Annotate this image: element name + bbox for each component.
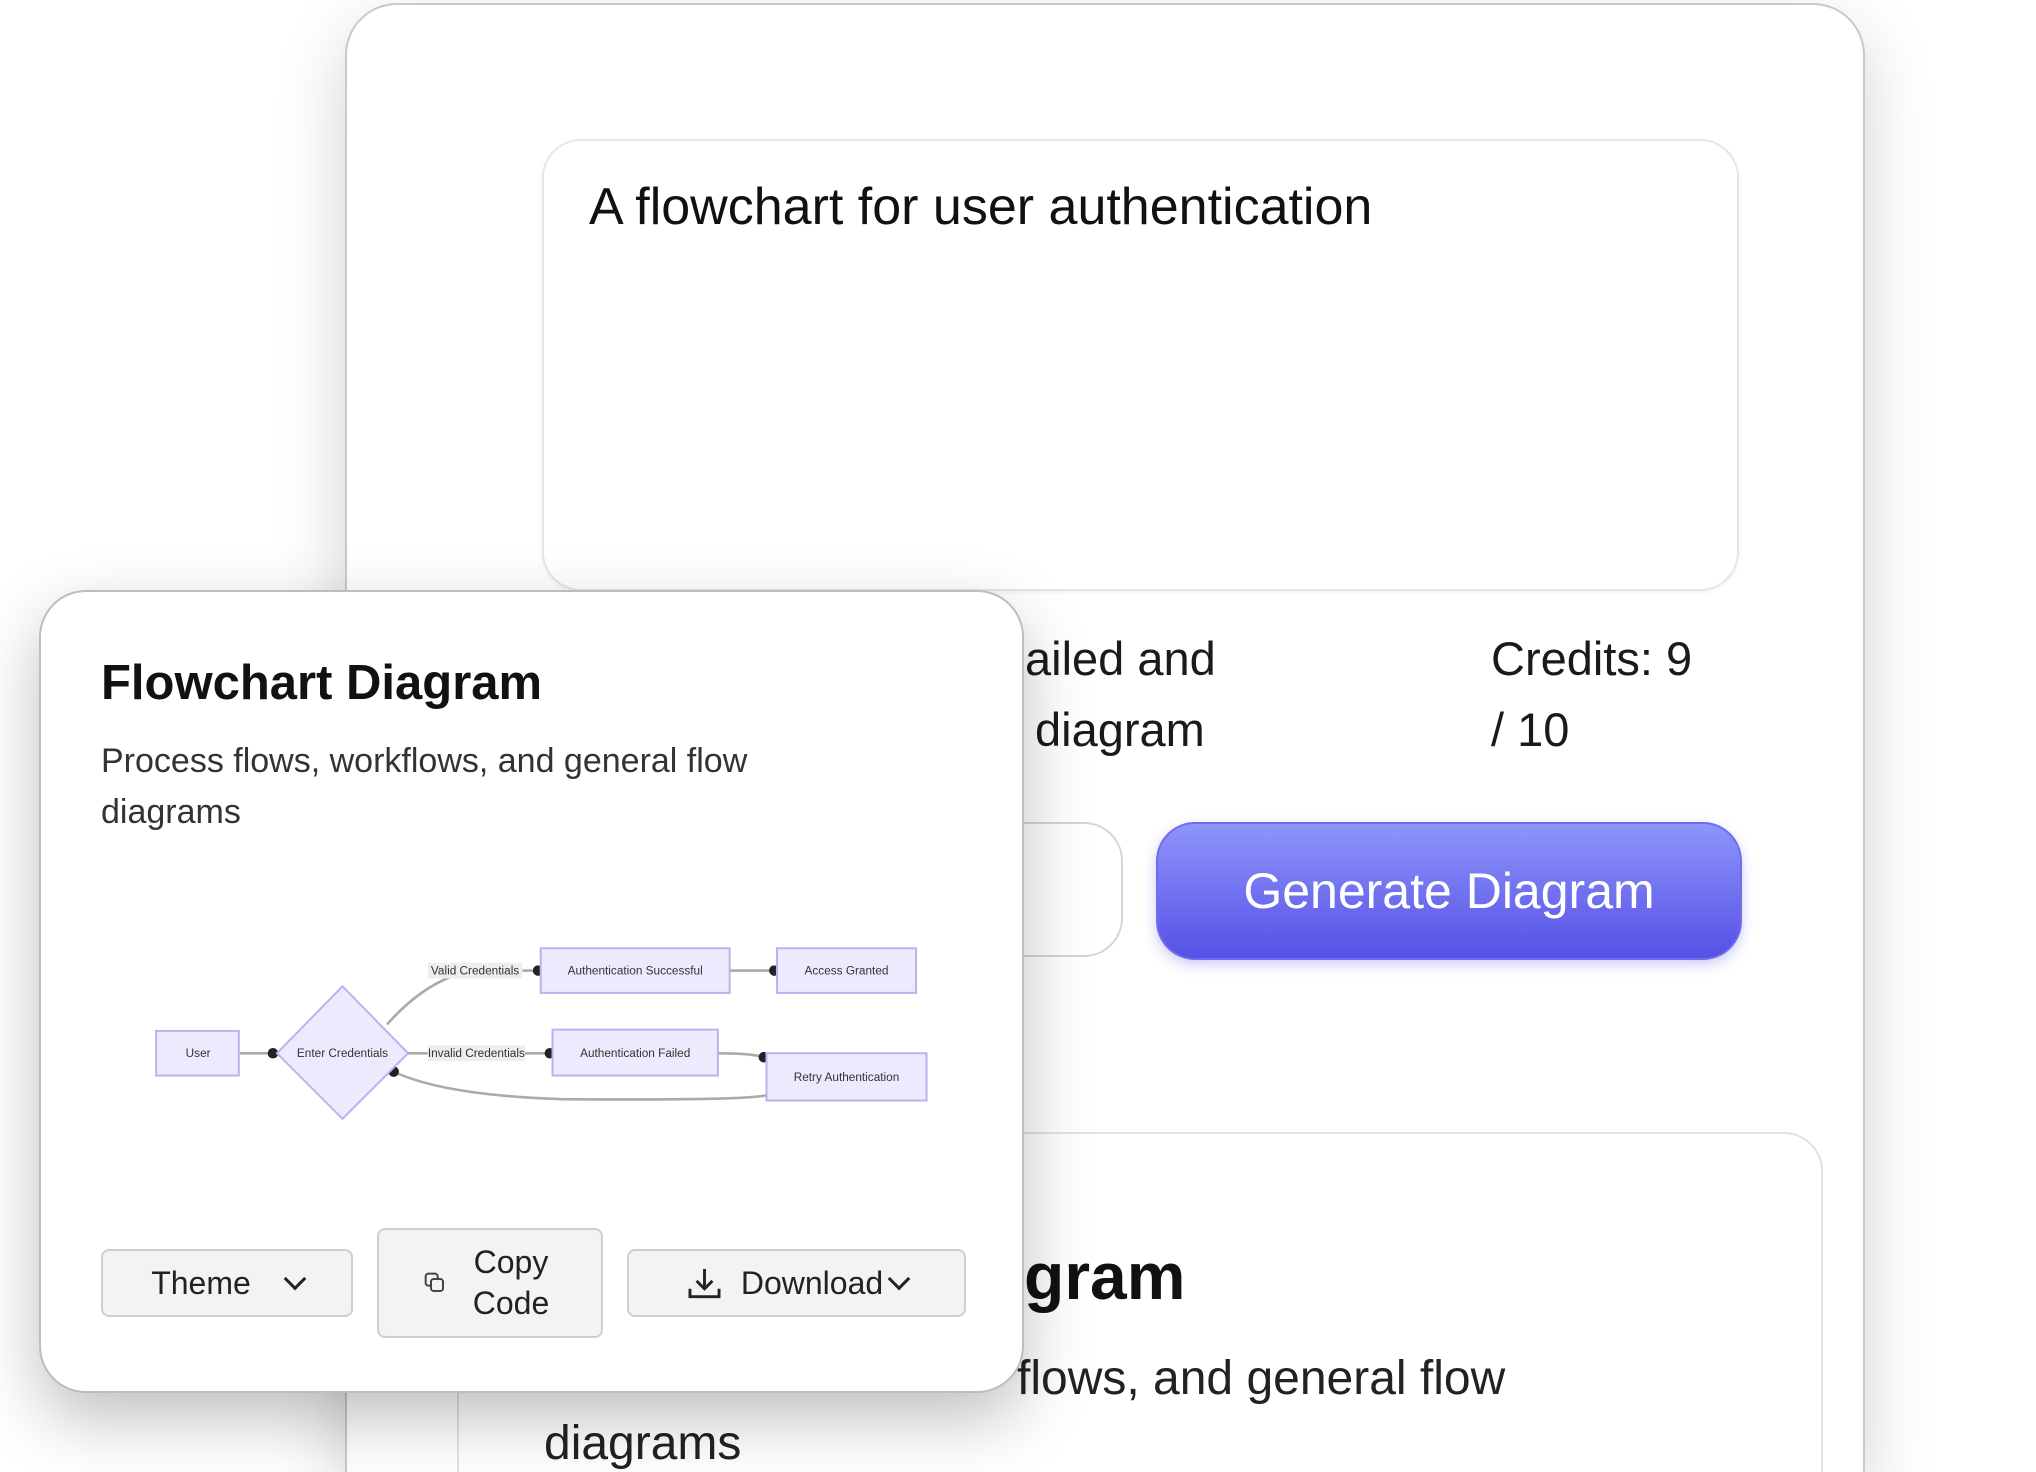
copy-icon: [424, 1272, 444, 1292]
node-user-label: User: [186, 1046, 211, 1060]
credits-total: / 10: [1491, 703, 1570, 756]
edge-invalid-label: Invalid Credentials: [428, 1046, 525, 1060]
edge-enter-valid: [386, 975, 451, 1026]
node-retry-auth: [765, 1052, 928, 1102]
node-auth-failed: [551, 1028, 719, 1077]
flowchart-preview: User Enter Credentials Authentication Su…: [155, 947, 928, 1121]
node-auth-successful: [539, 947, 731, 994]
credits-label: Credits: 9: [1491, 632, 1693, 685]
edge-retry-enter: [388, 1066, 767, 1101]
node-enter-credentials: [275, 984, 410, 1121]
hint-text-line1: ailed and: [1025, 632, 1216, 685]
card-description: Process flows, workflows, and general fl…: [101, 742, 748, 831]
edge-valid-label: Valid Credentials: [431, 964, 519, 978]
card-title-fragment: gram: [1024, 1239, 1186, 1313]
card-title: Flowchart Diagram: [101, 656, 543, 710]
download-dropdown[interactable]: Download: [627, 1249, 966, 1317]
credits-counter: Credits: 9 / 10: [1491, 623, 1741, 765]
theme-dropdown[interactable]: Theme: [101, 1249, 353, 1317]
node-success-label: Authentication Successful: [568, 964, 703, 978]
hint-text-line2: diagram: [1035, 703, 1205, 756]
chevron-down-icon: [283, 1267, 307, 1291]
node-enter-label: Enter Credentials: [297, 1046, 388, 1060]
node-failed-label: Authentication Failed: [580, 1046, 690, 1060]
copy-code-button[interactable]: Copy Code: [377, 1228, 603, 1338]
card-desc-fragment: flows, and general flow: [1017, 1352, 1506, 1405]
node-access-granted: [775, 947, 918, 994]
download-label: Download: [740, 1264, 884, 1301]
copy-label: Copy Code: [472, 1244, 550, 1321]
download-icon: [688, 1268, 721, 1298]
flowchart-diagram-card[interactable]: Flowchart Diagram Process flows, workflo…: [39, 590, 1024, 1393]
node-retry-label: Retry Authentication: [794, 1070, 900, 1084]
node-granted-label: Access Granted: [805, 964, 889, 978]
prompt-text: A flowchart for user authentication: [589, 178, 1373, 236]
chevron-down-icon: [887, 1267, 911, 1291]
node-user: [155, 1029, 240, 1077]
card-desc-line2: diagrams: [544, 1417, 742, 1470]
prompt-textarea[interactable]: A flowchart for user authentication: [542, 139, 1739, 591]
theme-label: Theme: [151, 1264, 251, 1301]
edge-failed-retry: [717, 1051, 770, 1063]
generate-diagram-button[interactable]: Generate Diagram: [1156, 822, 1742, 960]
